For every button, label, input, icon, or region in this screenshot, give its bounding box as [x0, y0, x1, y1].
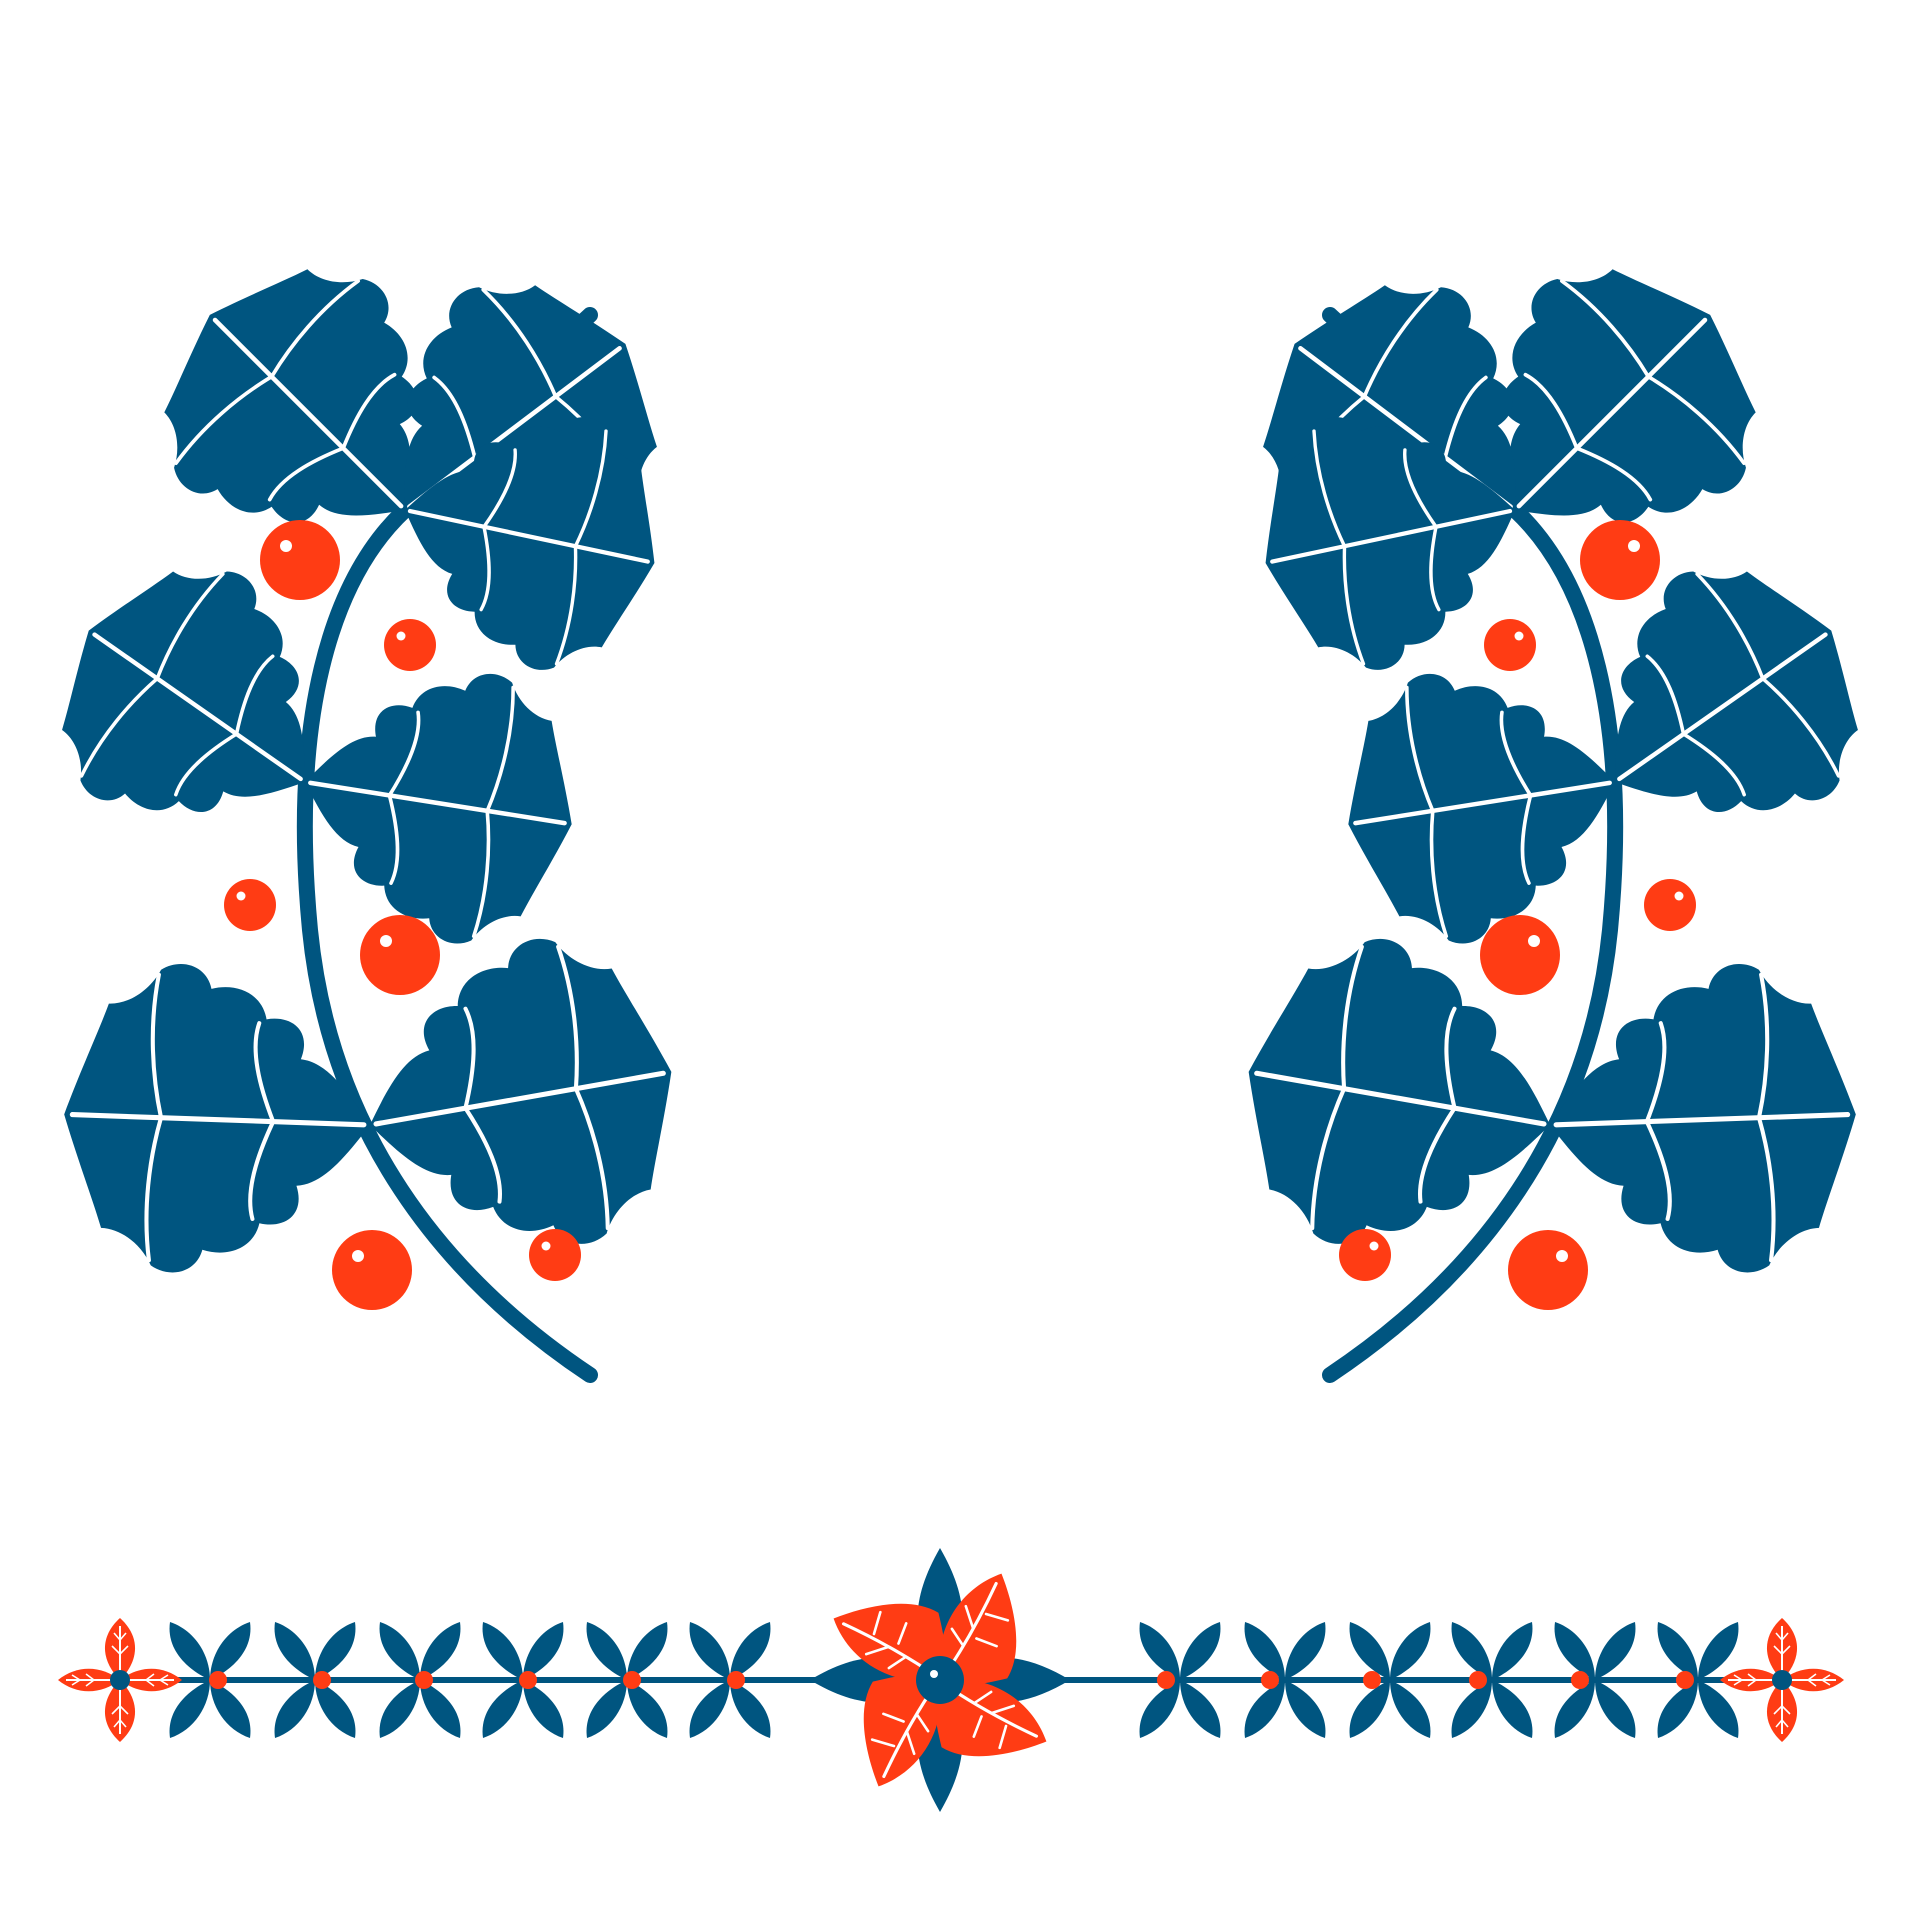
left-garland [169, 1622, 771, 1738]
poinsettia-garland-border [57, 1548, 1845, 1812]
poinsettia-flower-icon [810, 1548, 1070, 1812]
right-garland [1139, 1622, 1739, 1738]
